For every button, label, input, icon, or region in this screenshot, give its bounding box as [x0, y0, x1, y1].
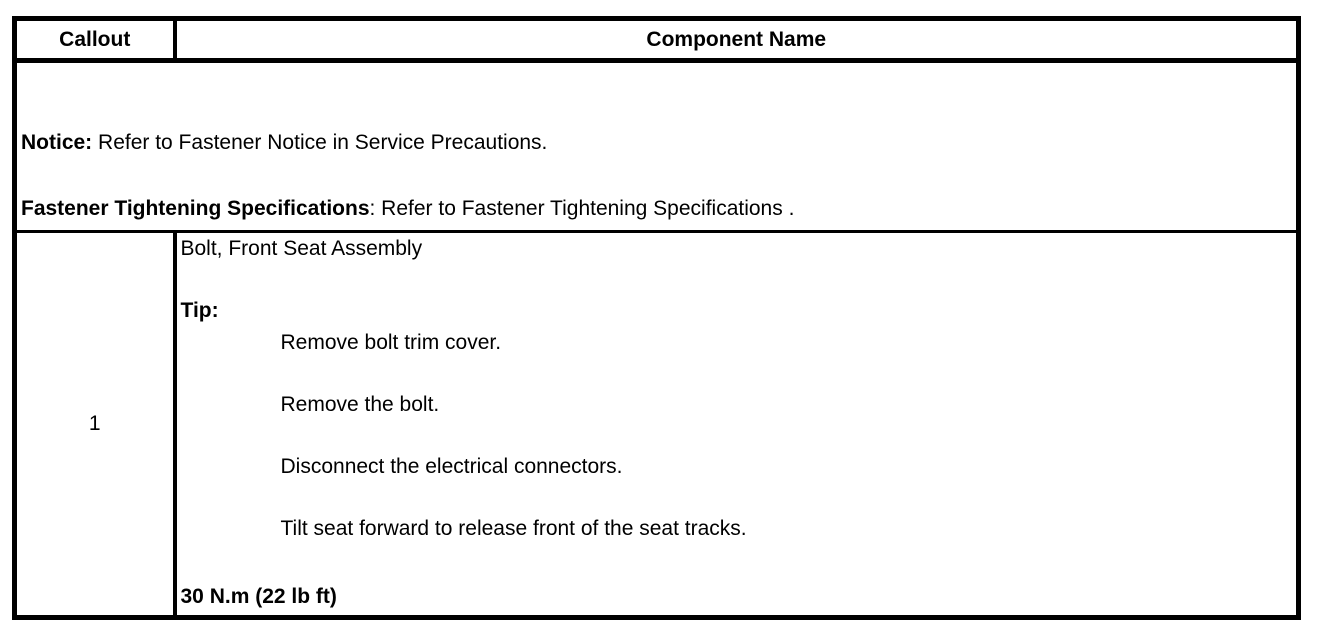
notice-cell: Notice: Refer to Fastener Notice in Serv… — [14, 60, 1299, 233]
fastener-spec-label: Fastener Tightening Specifications — [21, 197, 370, 220]
tip-item: Remove bolt trim cover. — [280, 331, 502, 354]
tip-item: Remove the bolt. — [280, 393, 440, 416]
notice-line: Notice: Refer to Fastener Notice in Serv… — [21, 131, 1288, 155]
component-name: Bolt, Front Seat Assembly — [180, 237, 423, 260]
tip-item: Disconnect the electrical connectors. — [280, 455, 623, 478]
header-row: Callout Component Name — [14, 18, 1299, 63]
notice-label: Notice: — [21, 131, 93, 154]
notice-text: Refer to Fastener Notice in Service Prec… — [92, 131, 548, 154]
component-name-column-header: Component Name — [174, 18, 1299, 63]
component-cell: Bolt, Front Seat Assembly Tip: Remove bo… — [175, 232, 1299, 618]
tip-label: Tip: — [180, 299, 219, 322]
tip-item: Tilt seat forward to release front of th… — [280, 517, 747, 540]
callout-number: 1 — [14, 231, 177, 618]
component-row: 1 Bolt, Front Seat Assembly Tip: Remove … — [14, 231, 1299, 618]
fastener-spec-text: : Refer to Fastener Tightening Specifica… — [369, 197, 795, 220]
callout-column-header: Callout — [14, 18, 177, 63]
torque-spec: 30 N.m (22 lb ft) — [180, 585, 337, 608]
fastener-spec-line: Fastener Tightening Specifications: Refe… — [21, 197, 1288, 221]
fastener-spec-table: Callout Component Name Notice: Refer to … — [12, 16, 1301, 620]
notice-row: Notice: Refer to Fastener Notice in Serv… — [14, 60, 1299, 233]
